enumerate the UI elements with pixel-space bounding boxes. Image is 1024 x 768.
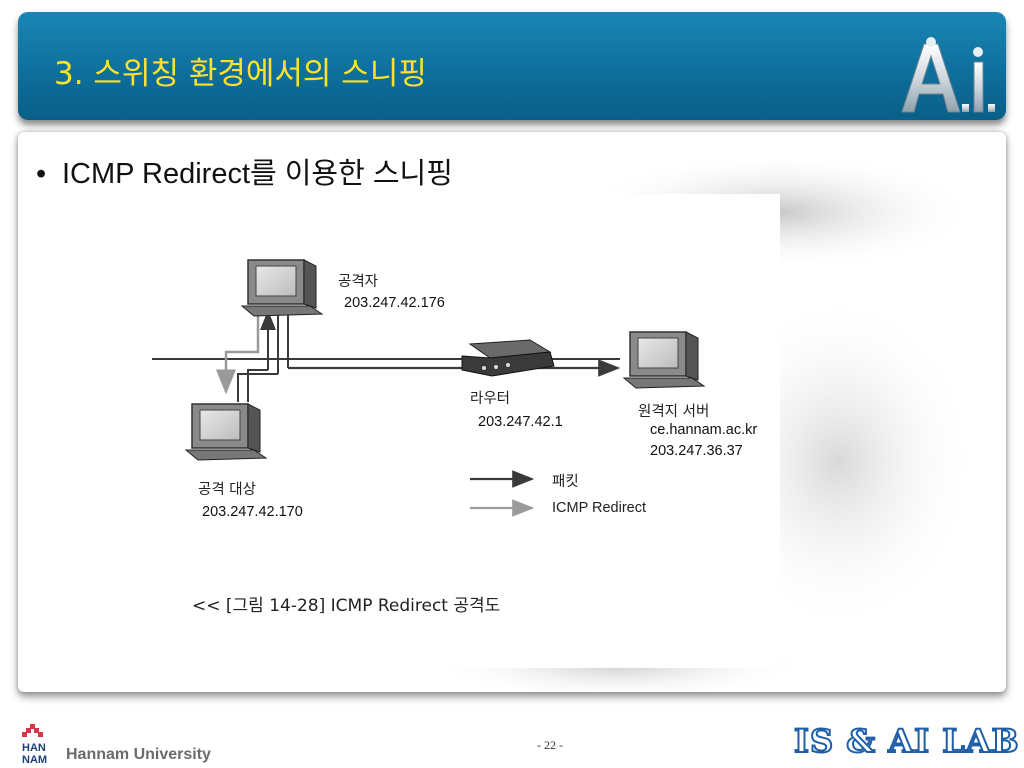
router-icon [461,339,555,377]
bullet-text: ICMP Redirect를 이용한 스니핑 [62,158,453,190]
network-lines [152,259,706,517]
university-name: Hannam University [66,746,211,763]
legend-packet-label: 패킷 [552,474,579,490]
bullet-item: • ICMP Redirect를 이용한 스니핑 [36,150,453,192]
server-label: 원격지 서버 [638,404,710,420]
lab-logo: IS & AI LAB [793,721,1020,761]
router-label: 라우터 [470,391,511,407]
slide-title: 3. 스위칭 환경에서의 스니핑 [54,56,427,92]
ai-logo [901,37,995,113]
target-ip: 203.247.42.170 [202,504,303,520]
figure-caption: << [그림 14-28] ICMP Redirect 공격도 [192,596,501,616]
target-label: 공격 대상 [198,482,256,498]
target-computer-icon [184,403,268,461]
bullet-symbol: • [36,158,47,190]
hannam-logo: HAN NAM [22,724,47,766]
attacker-ip: 203.247.42.176 [344,295,445,311]
server-ip: 203.247.36.37 [650,443,743,459]
attacker-label: 공격자 [338,274,379,290]
content-panel: • ICMP Redirect를 이용한 스니핑 [18,132,1006,692]
icmp-redirect-diagram: 공격자 203.247.42.176 라우터 203.247.42.1 원격지 … [140,194,780,668]
page-number: - 22 - [537,738,563,752]
hannam-logo-text-bottom: NAM [22,754,47,766]
server-computer-icon [622,331,706,389]
legend-redirect-label: ICMP Redirect [552,500,647,516]
server-hostname: ce.hannam.ac.kr [650,422,758,438]
attacker-computer-icon [240,259,324,317]
title-bar: 3. 스위칭 환경에서의 스니핑 [18,12,1006,120]
router-ip: 203.247.42.1 [478,414,563,430]
hannam-logo-text-top: HAN [22,742,46,754]
